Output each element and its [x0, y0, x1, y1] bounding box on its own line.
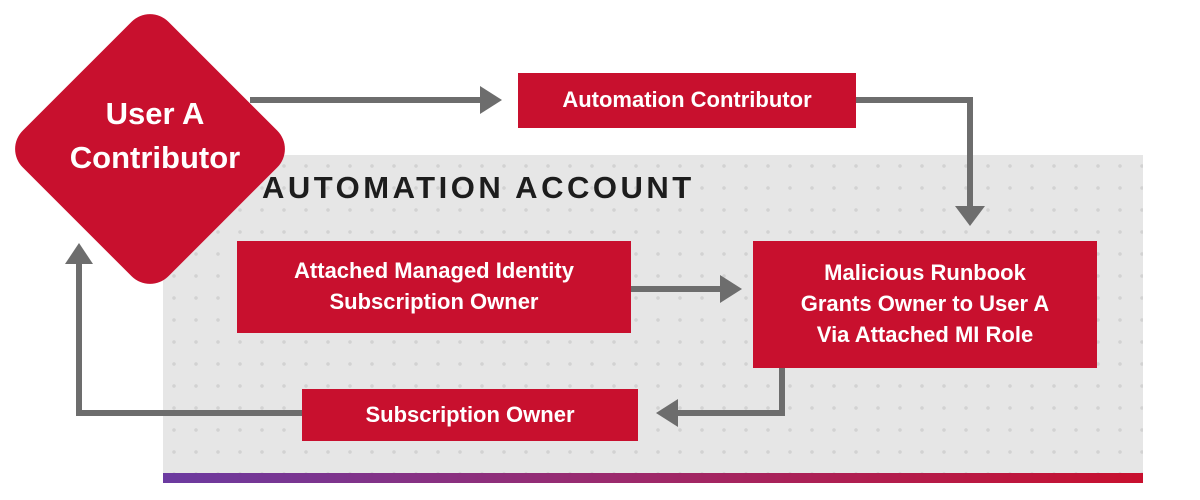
- arrow-automation-to-runbook: [856, 97, 973, 208]
- attached-identity-label: Attached Managed Identity Subscription O…: [294, 258, 574, 314]
- subscription-owner-box: Subscription Owner: [302, 389, 638, 441]
- subscription-owner-label: Subscription Owner: [365, 401, 575, 427]
- arrow-runbook-to-subowner: [676, 368, 785, 416]
- automation-account-title: AUTOMATION ACCOUNT: [262, 170, 695, 205]
- arrowhead-runbook-top: [955, 206, 985, 226]
- malicious-runbook-label: Malicious Runbook Grants Owner to User A…: [800, 260, 1050, 347]
- malicious-runbook-box: Malicious Runbook Grants Owner to User A…: [753, 241, 1097, 368]
- user-node-line1: User A: [105, 96, 205, 131]
- arrowhead-subowner: [656, 399, 678, 427]
- automation-contributor-label: Automation Contributor: [562, 87, 812, 113]
- user-node-label: User A Contributor: [40, 92, 270, 180]
- arrowhead-automation: [480, 86, 502, 114]
- arrowhead-runbook-left: [720, 275, 742, 303]
- gradient-bar: [163, 473, 1143, 483]
- arrow-subowner-to-user: [76, 262, 302, 416]
- attached-identity-box: Attached Managed Identity Subscription O…: [237, 241, 631, 333]
- arrowhead-user: [65, 243, 93, 264]
- user-node-line2: Contributor: [69, 140, 241, 176]
- automation-contributor-box: Automation Contributor: [518, 73, 856, 128]
